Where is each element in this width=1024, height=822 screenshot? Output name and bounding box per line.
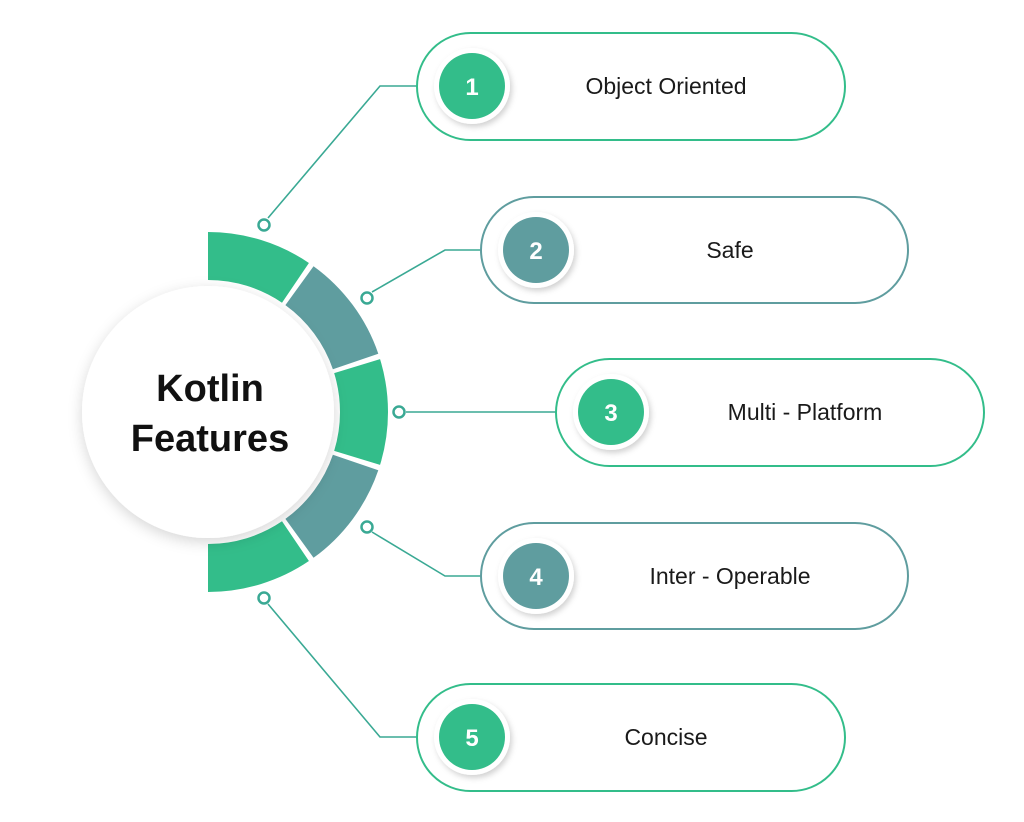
center-title-line2: Features: [131, 418, 289, 460]
feature-number-4: 4: [529, 564, 543, 591]
feature-item-5: 5 Concise: [416, 683, 846, 792]
connector-dot-5: [257, 591, 271, 605]
feature-number-2: 2: [529, 238, 542, 265]
ring-segment-5: [208, 521, 309, 592]
connector-line-2: [371, 249, 483, 293]
feature-item-4: 4 Inter - Operable: [480, 522, 909, 630]
connector-lines: [267, 85, 558, 738]
ring-segment-1: [208, 232, 309, 303]
feature-label-5: Concise: [624, 724, 707, 750]
feature-pill-2: [480, 196, 909, 304]
feature-label-1: Object Oriented: [585, 73, 746, 99]
feature-ring: [208, 232, 389, 592]
feature-number-3: 3: [604, 400, 617, 427]
feature-pill-4: [480, 522, 909, 630]
ring-segment-3: [334, 359, 389, 465]
feature-item-3: 3 Multi - Platform: [555, 358, 985, 467]
connector-line-1: [267, 85, 420, 219]
connector-dot-1: [257, 218, 271, 232]
feature-pill-5: [416, 683, 846, 792]
center-title-line1: Kotlin: [156, 368, 264, 410]
ring-segment-2: [285, 266, 379, 370]
feature-pill-3: [555, 358, 985, 467]
feature-list: 1 Object Oriented 2 Safe 3 Multi - Platf…: [416, 32, 985, 792]
feature-number-5: 5: [465, 725, 478, 752]
connector-dot-2: [360, 291, 374, 305]
feature-label-3: Multi - Platform: [728, 399, 883, 425]
feature-badge-3: [578, 379, 644, 445]
feature-label-4: Inter - Operable: [649, 563, 810, 589]
feature-item-1: 1 Object Oriented: [416, 32, 846, 141]
feature-badge-1: [439, 53, 505, 119]
connector-dot-4: [360, 520, 374, 534]
center-circle: [82, 286, 334, 538]
feature-number-1: 1: [465, 74, 478, 101]
ring-segment-4: [285, 454, 379, 558]
feature-badge-4: [503, 543, 569, 609]
connector-line-4: [371, 531, 483, 577]
feature-pill-1: [416, 32, 846, 141]
connector-line-5: [267, 603, 420, 738]
connector-dots: [257, 218, 406, 605]
feature-label-2: Safe: [706, 237, 753, 263]
feature-badge-5: [439, 704, 505, 770]
feature-item-2: 2 Safe: [480, 196, 909, 304]
center-hub: Kotlin Features: [82, 286, 334, 538]
connector-dot-3: [392, 405, 406, 419]
feature-badge-2: [503, 217, 569, 283]
